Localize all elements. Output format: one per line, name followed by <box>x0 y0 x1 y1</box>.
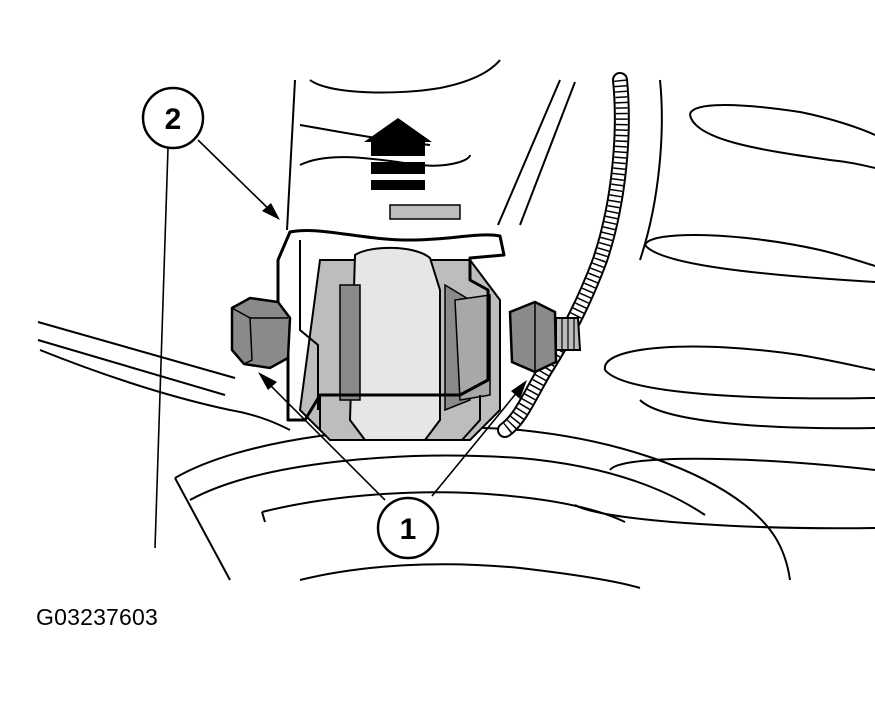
leader-lines <box>154 139 524 549</box>
bracket-outline <box>276 229 506 422</box>
rotor-hub <box>174 426 791 589</box>
coil-spring <box>574 103 875 530</box>
callout-1: 1 <box>376 496 440 560</box>
callout-2-label: 2 <box>165 103 182 136</box>
callout-2: 2 <box>141 86 205 150</box>
leader-arrowheads <box>258 203 527 399</box>
upward-direction-arrow <box>364 118 461 220</box>
wiring-harness <box>497 72 663 438</box>
figure-id-caption: G03237603 <box>36 604 159 630</box>
bolt-head <box>230 296 292 370</box>
nut-and-stud <box>508 300 582 374</box>
callout-1-label: 1 <box>400 513 417 546</box>
bracket-assembly <box>276 229 506 441</box>
